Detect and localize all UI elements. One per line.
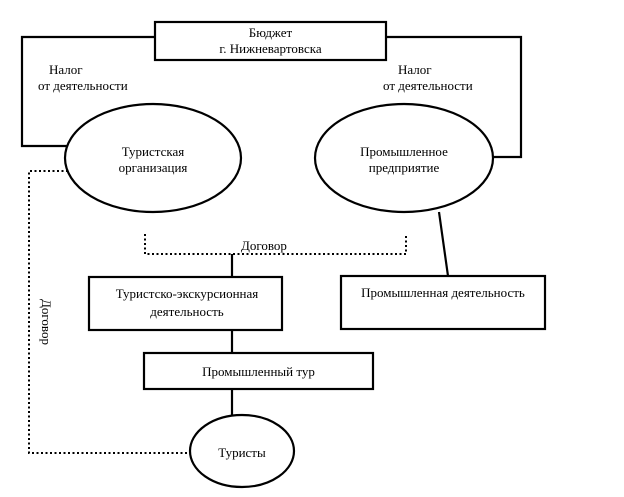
- tax-label-left-line2: от деятельности: [38, 78, 128, 93]
- tour-excursion-activity-label-line1: Туристско-экскурсионная: [116, 286, 259, 301]
- industrial-enterprise-node: Промышленное предприятие: [313, 102, 495, 214]
- industrial-enterprise-label-line1: Промышленное: [360, 144, 448, 159]
- contract-label-middle: Договор: [241, 238, 287, 253]
- tax-label-right-line1: Налог: [398, 62, 432, 77]
- tourist-organization-node: Туристская организация: [63, 102, 243, 214]
- contract-connector-middle: [144, 234, 407, 255]
- tour-excursion-activity-node: Туристско-экскурсионная деятельность: [87, 275, 284, 332]
- industrial-enterprise-label-line2: предприятие: [369, 160, 440, 175]
- tax-label-left: Налог от деятельности: [38, 62, 128, 93]
- budget-label-line1: Бюджет: [249, 25, 293, 40]
- tax-label-right-line2: от деятельности: [383, 78, 473, 93]
- connector-enterprise-to-activity: [437, 211, 450, 277]
- tax-connector-left: [20, 35, 155, 148]
- industrial-tour-node: Промышленный тур: [142, 351, 375, 391]
- industrial-tour-label: Промышленный тур: [202, 364, 315, 379]
- tourists-label: Туристы: [218, 445, 266, 460]
- tax-label-right: Налог от деятельности: [383, 62, 473, 93]
- budget-node: Бюджет г. Нижневартовска: [153, 20, 388, 62]
- tourist-organization-label-line2: организация: [119, 160, 188, 175]
- tax-label-left-line1: Налог: [49, 62, 83, 77]
- industrial-activity-node: Промышленная деятельность: [339, 274, 547, 331]
- tax-connector-right: [386, 35, 523, 159]
- tour-excursion-activity-label-line2: деятельность: [150, 304, 223, 319]
- contract-label-vertical: Договор: [39, 299, 54, 345]
- tourists-node: Туристы: [188, 413, 296, 489]
- tourist-organization-label-line1: Туристская: [122, 144, 185, 159]
- budget-label-line2: г. Нижневартовска: [219, 41, 321, 56]
- industrial-activity-label: Промышленная деятельность: [361, 285, 525, 300]
- contract-connector-left: [28, 170, 190, 454]
